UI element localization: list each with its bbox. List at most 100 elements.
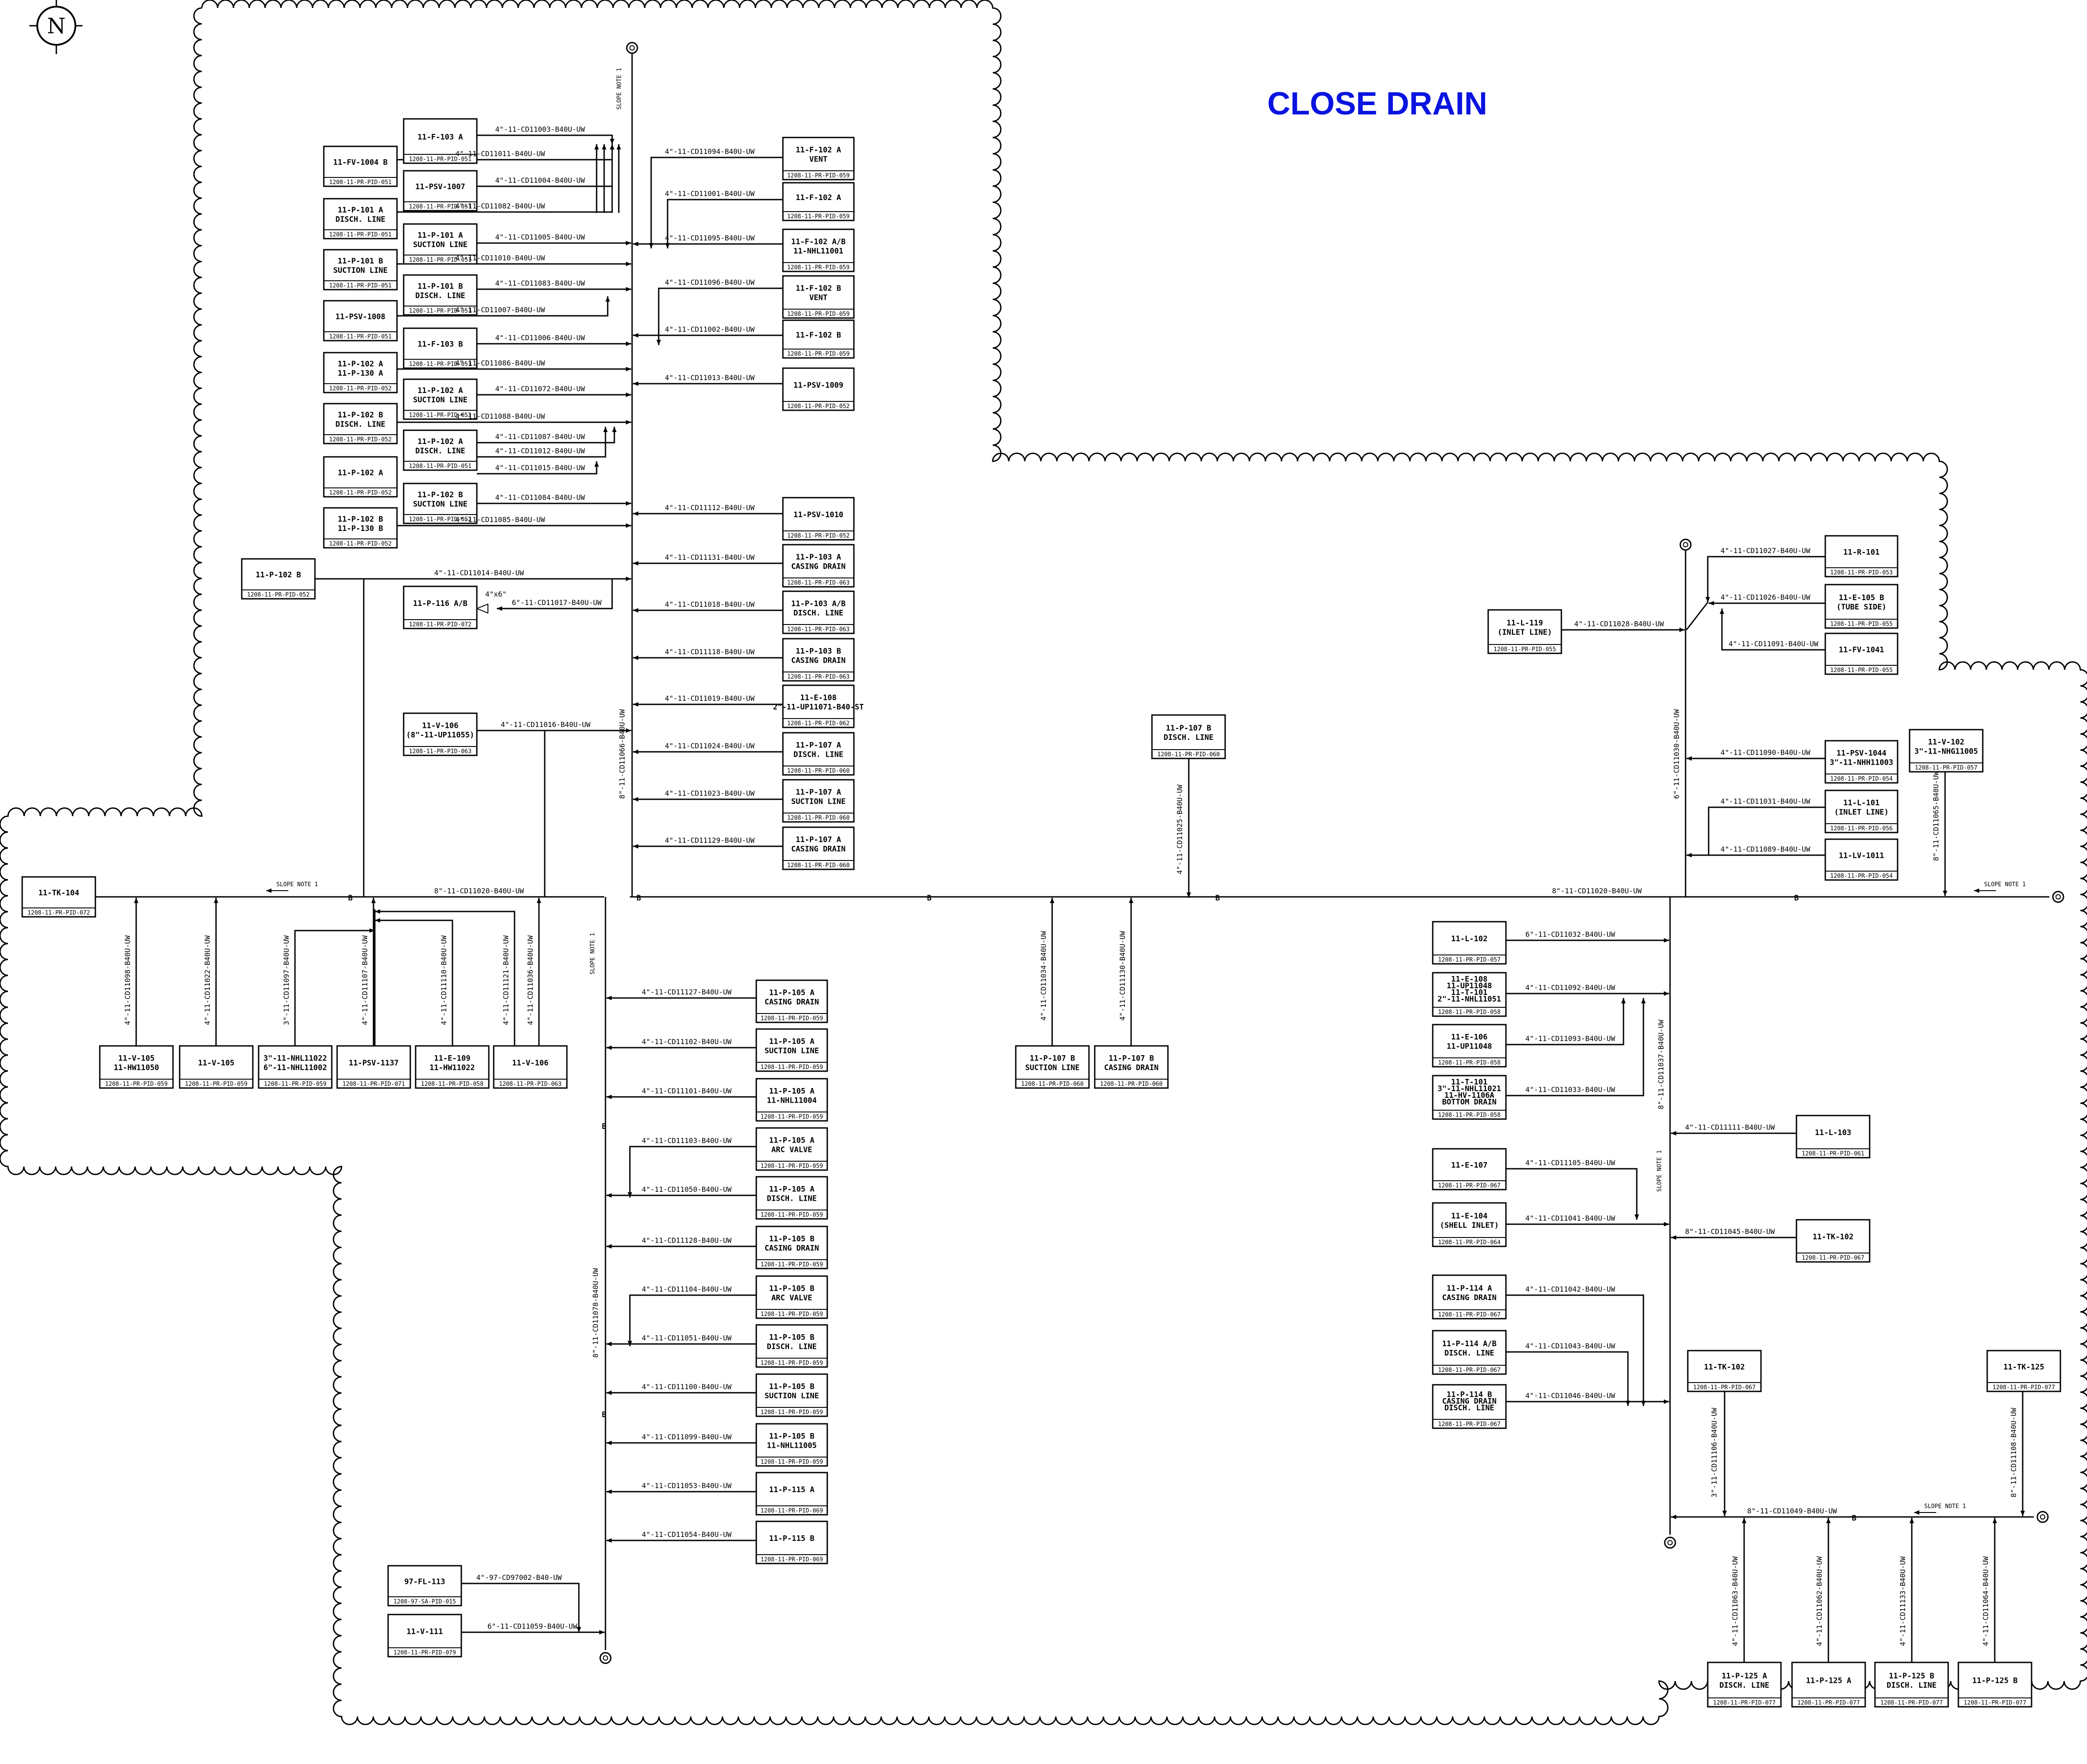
equipment-tag: DISCH. LINE <box>1163 733 1214 742</box>
equipment-tag: 11-P-102 A <box>338 360 383 369</box>
pid-reference: 1208-11-PR-PID-052 <box>787 533 850 539</box>
equipment-tag: CASING DRAIN <box>765 998 819 1007</box>
line-label: 4"-11-CD11085-B40U-UW <box>455 515 545 524</box>
equipment-tag: SUCTION LINE <box>413 500 468 509</box>
equipment-box-psv1044: 11-PSV-10443"-11-NHH110031208-11-PR-PID-… <box>1824 740 1898 784</box>
pipe-segment <box>1506 1351 1630 1406</box>
pid-reference: 1208-11-PR-PID-059 <box>105 1081 168 1088</box>
pid-reference: 1208-11-PR-PID-063 <box>787 674 850 680</box>
pid-reference: 1208-11-PR-PID-058 <box>1438 1009 1501 1016</box>
equipment-box-e108: 11-E-1082"-11-UP11071-B40-ST1208-11-PR-P… <box>773 684 864 728</box>
equipment-tag: SUCTION LINE <box>1025 1064 1080 1073</box>
pid-reference: 1208-11-PR-PID-051 <box>409 257 472 263</box>
cloud-boundary <box>0 0 2087 1725</box>
pid-reference: 1208-11-PR-PID-060 <box>787 768 850 774</box>
pid-reference: 1208-11-PR-PID-052 <box>329 385 392 392</box>
pid-reference: 1208-11-PR-PID-051 <box>329 283 392 289</box>
equipment-box-e104: 11-E-104(SHELL INLET)1208-11-PR-PID-064 <box>1432 1202 1507 1247</box>
equipment-tag: 11-TK-102 <box>1704 1363 1745 1372</box>
equipment-tag: 11-P-125 A <box>1721 1672 1767 1681</box>
line-label: 4"-11-CD11105-B40U-UW <box>1525 1159 1615 1167</box>
pid-reference: 1208-11-PR-PID-077 <box>1964 1700 2026 1706</box>
pipe-segment <box>628 1146 756 1198</box>
pid-reference: 1208-11-PR-PID-052 <box>329 541 392 547</box>
equipment-tag: 11-P-114 B <box>1446 1391 1492 1399</box>
break-marker: B <box>637 894 641 903</box>
equipment-tag: 11-P-101 B <box>417 282 463 291</box>
equipment-tag: 11-F-102 A <box>796 193 841 202</box>
equipment-tag: DISCH. LINE <box>415 447 465 456</box>
equipment-tag: 11-P-102 B <box>338 515 383 524</box>
pid-reference: 1208-11-PR-PID-055 <box>1494 646 1556 653</box>
equipment-tag: BOTTOM DRAIN <box>1442 1098 1497 1107</box>
pid-reference: 1208-11-PR-PID-063 <box>787 580 850 586</box>
equipment-tag: 11-NHL11004 <box>767 1096 817 1105</box>
break-marker: B <box>1852 1514 1856 1523</box>
pid-reference: 1208-11-PR-PID-059 <box>787 351 850 358</box>
pid-reference: 1208-11-PR-PID-059 <box>185 1081 248 1088</box>
line-label: 4"-11-CD11091-B40U-UW <box>1729 640 1819 648</box>
pid-reference: 1208-11-PR-PID-052 <box>409 516 472 523</box>
equipment-tag: 11-P-101 B <box>338 257 383 266</box>
equipment-tag: 11-P-105 B <box>769 1383 814 1391</box>
line-label: 4"-11-CD11112-B40U-UW <box>665 503 755 512</box>
pipe-segment <box>397 296 610 317</box>
line-label: 6"-11-CD11032-B40U-UW <box>1525 930 1615 939</box>
line-label: 8"-11-CD11065-B40U-UW <box>1932 771 1940 861</box>
line-end-cap-icon <box>1664 1536 1676 1549</box>
pid-reference: 1208-11-PR-PID-058 <box>1438 1112 1501 1119</box>
pid-reference: 1208-11-PR-PID-072 <box>28 910 90 916</box>
equipment-tag: 11-P-102 A <box>417 437 463 446</box>
pid-reference: 1208-11-PR-PID-051 <box>409 156 472 163</box>
line-label: 8"-11-CD11078-B40U-UW <box>591 1268 600 1358</box>
equipment-tag: 11-PSV-1008 <box>335 313 385 322</box>
pipe-segment <box>628 1294 756 1346</box>
line-label: 4"-11-CD11018-B40U-UW <box>665 600 755 609</box>
pid-reference: 1208-11-PR-PID-059 <box>787 264 850 271</box>
line-label: 4"-11-CD11031-B40U-UW <box>1721 797 1811 805</box>
equipment-tag: 11-HW11022 <box>429 1064 475 1073</box>
line-label: 4"-11-CD11118-B40U-UW <box>665 648 755 656</box>
line-label: 8"-11-CD11045-B40U-UW <box>1685 1227 1775 1236</box>
pid-reference: 1208-11-PR-PID-059 <box>264 1081 326 1088</box>
equipment-tag: 11-E-108 <box>800 694 837 703</box>
equipment-tag: 11-T-101 <box>1451 1078 1488 1087</box>
equipment-tag: 11-V-105 <box>198 1059 235 1068</box>
equipment-tag: 11-P-102 B <box>338 411 383 420</box>
equipment-tag: 6"-11-NHL11002 <box>263 1064 327 1073</box>
slope-note: SLOPE NOTE 1 <box>1984 881 2026 888</box>
pid-reference: 1208-11-PR-PID-051 <box>409 463 472 470</box>
pid-reference: 1208-97-SA-PID-015 <box>393 1599 456 1605</box>
equipment-tag: CASING DRAIN <box>1442 1397 1497 1406</box>
line-label: 4"-11-CD11062-B40U-UW <box>1815 1556 1824 1646</box>
line-label: 4"-11-CD11026-B40U-UW <box>1721 593 1811 601</box>
equipment-tag: 11-P-130 B <box>338 524 383 533</box>
line-label: 4"-11-CD11103-B40U-UW <box>642 1136 732 1145</box>
pipe-segment <box>477 461 599 475</box>
equipment-tag: CASING DRAIN <box>791 656 846 665</box>
equipment-box-p102b_p130b: 11-P-102 B11-P-130 B 1208-11-PR-PID-052 <box>323 507 398 549</box>
line-label: 4"-11-CD11130-B40U-UW <box>1118 931 1127 1021</box>
equipment-tag: DISCH. LINE <box>335 420 385 429</box>
line-end-cap-icon <box>2036 1511 2049 1523</box>
equipment-box-e108_multi: 11-E-10811-UP1104811-T-1012"-11-NHL11051… <box>1432 972 1507 1017</box>
line-label: 8"-11-CD11020-B40U-UW <box>434 887 524 895</box>
pid-reference: 1208-11-PR-PID-054 <box>1830 776 1893 782</box>
equipment-tag: SUCTION LINE <box>413 396 468 405</box>
equipment-tag: 11-F-102 B <box>796 331 841 340</box>
